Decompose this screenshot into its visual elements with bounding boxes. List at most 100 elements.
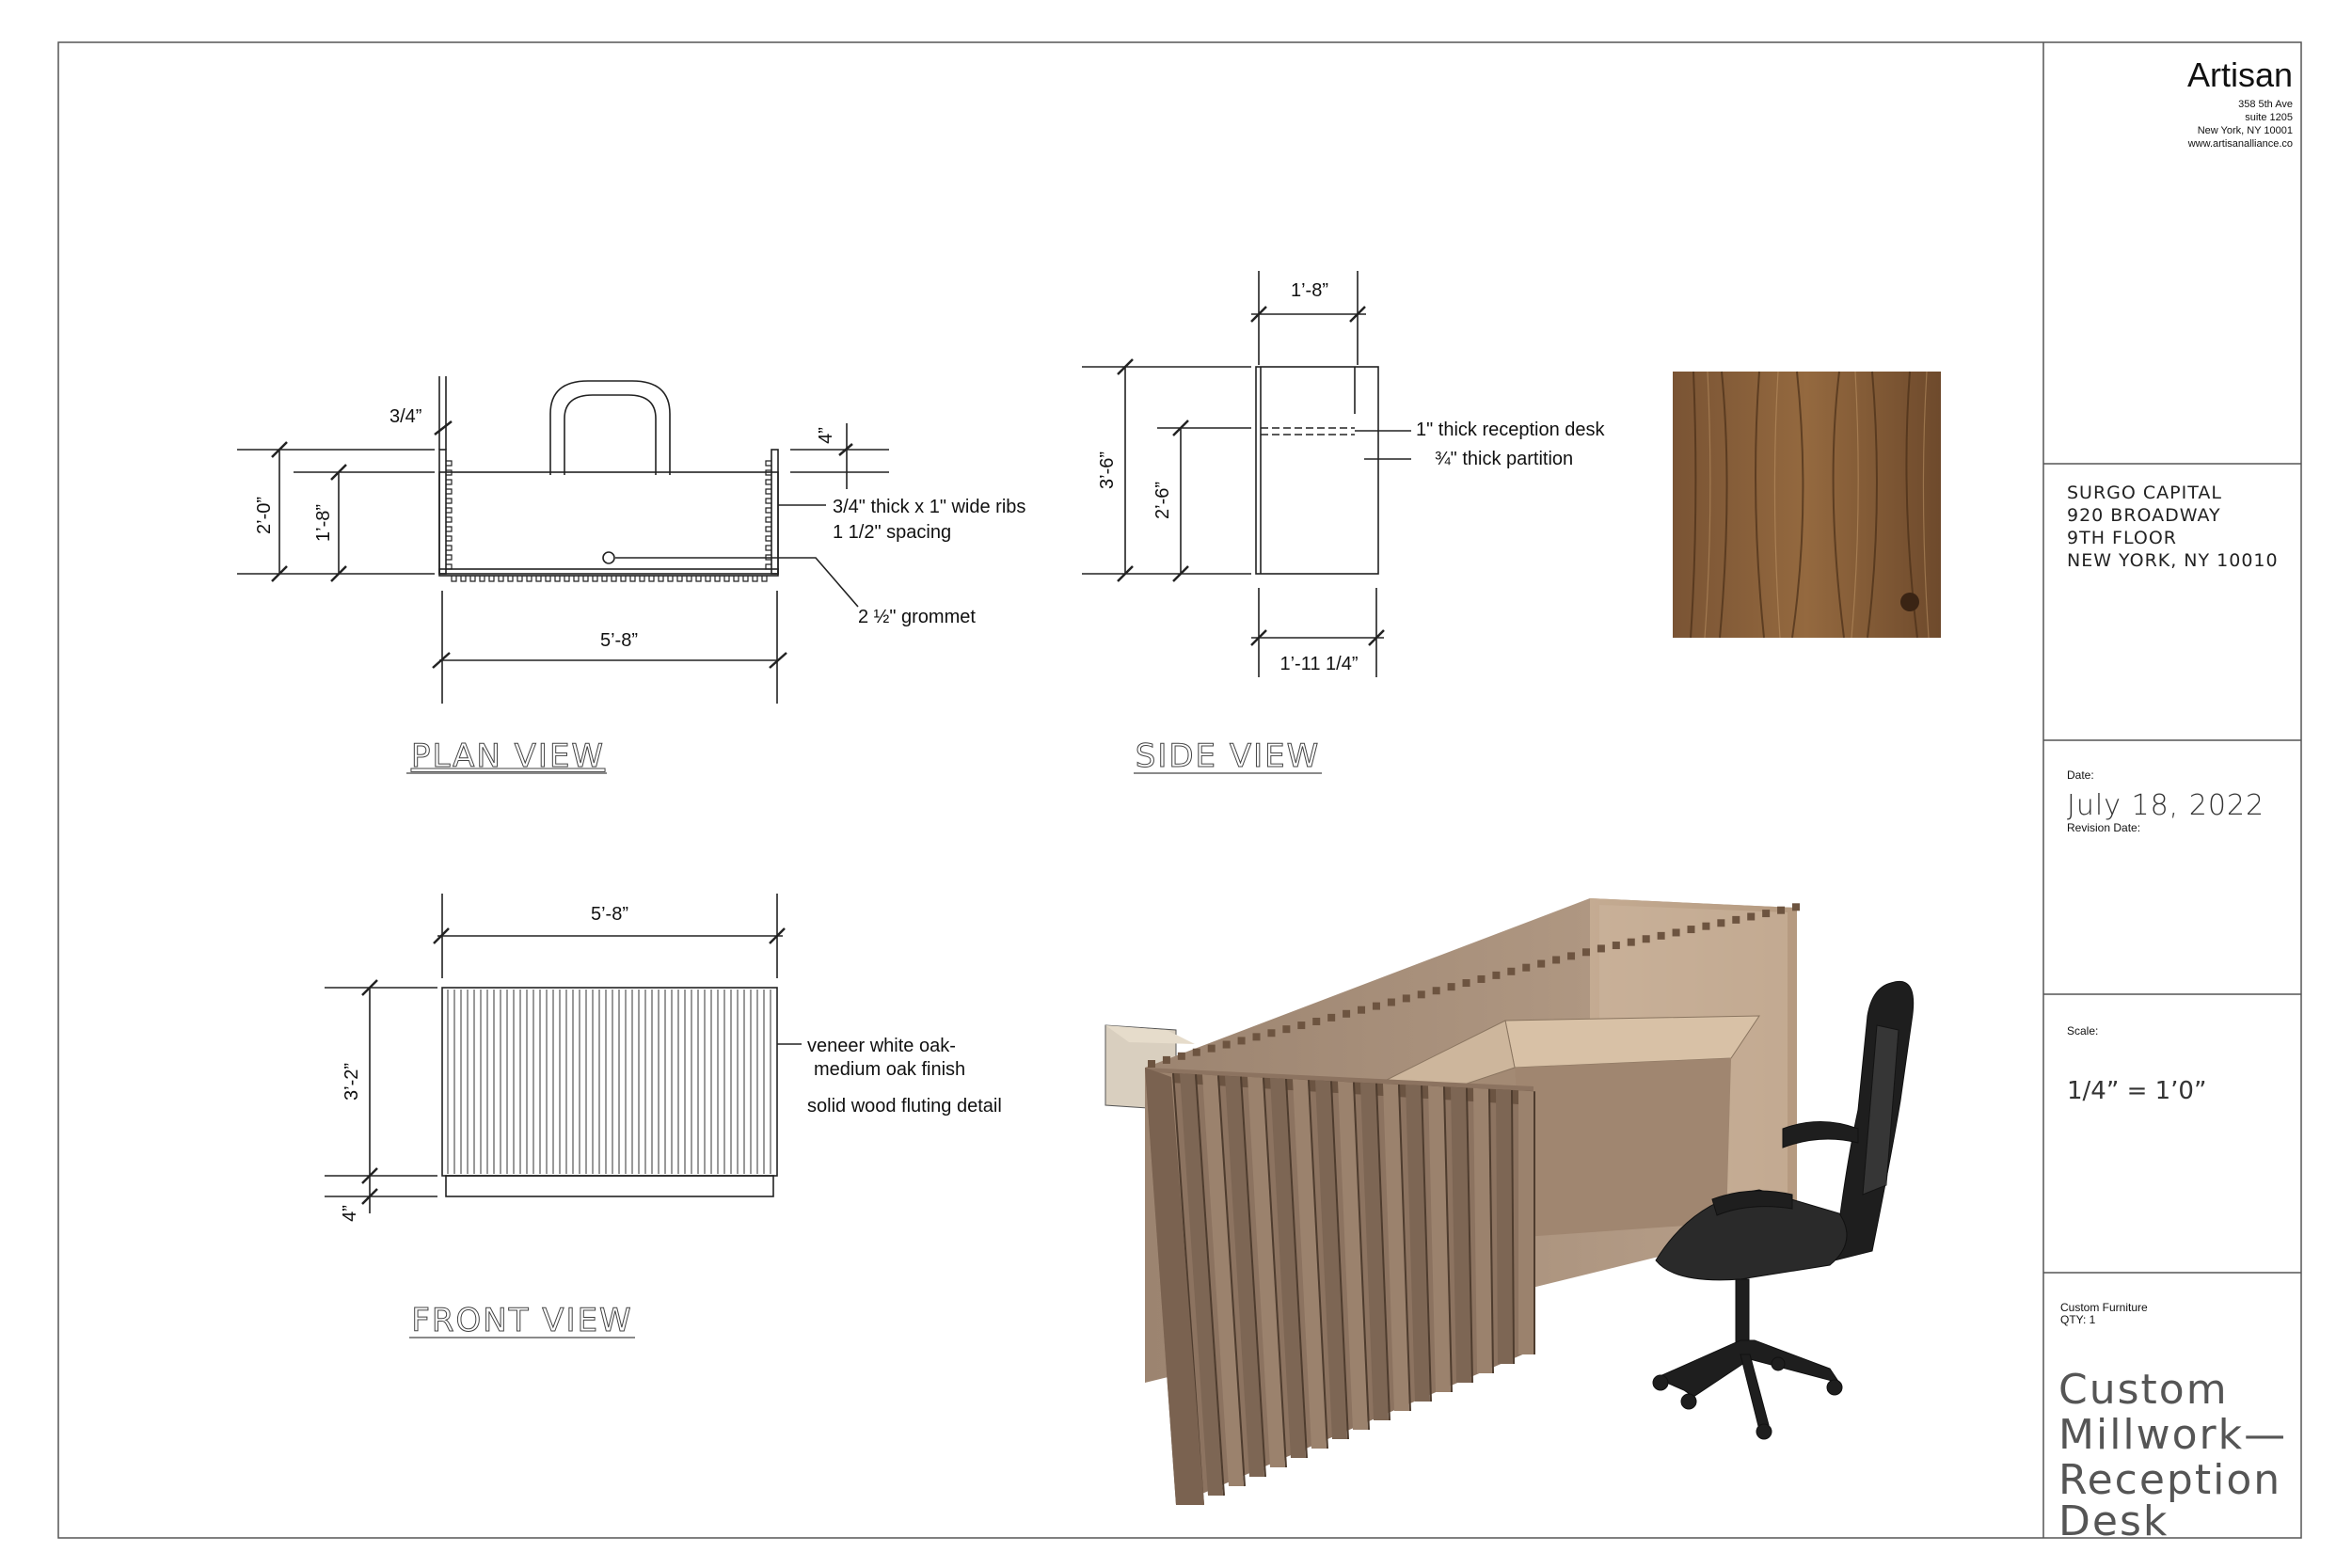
render-top-rib: [1492, 971, 1501, 979]
render-top-rib: [1162, 1055, 1170, 1064]
plan-rib: [446, 535, 453, 542]
render-top-ribs: [1148, 903, 1800, 1068]
side-view-title: SIDE VIEW: [1136, 737, 1320, 775]
plan-rib: [667, 576, 674, 582]
project-title-line-3: Reception: [2058, 1456, 2281, 1504]
side-note-desk: 1" thick reception desk: [1416, 420, 1606, 440]
plan-rib: [620, 576, 627, 582]
render-flute: [1202, 1074, 1244, 1486]
render-top-rib: [1477, 974, 1486, 983]
render-flute: [1293, 1079, 1327, 1449]
plan-rib: [765, 545, 771, 551]
plan-ribs-left: [446, 460, 453, 570]
render-flute: [1225, 1075, 1264, 1477]
render-flute: [1451, 1086, 1471, 1383]
render-top-rib: [1597, 944, 1605, 953]
render-top-rib: [1687, 926, 1695, 934]
plan-note-grommet: 2 ½" grommet: [858, 607, 976, 627]
plan-rib: [714, 576, 721, 582]
plan-grommet: [602, 551, 615, 564]
front-dim-height: 3’-2”: [342, 1063, 362, 1101]
render-flute-shadow: [1330, 1081, 1349, 1440]
render-top-rib: [1581, 948, 1590, 957]
plan-dim-rib-depth: 4”: [816, 427, 836, 444]
front-view-title: FRONT VIEW: [411, 1302, 632, 1339]
front-desk-body: [441, 987, 778, 1177]
plan-rib: [752, 576, 758, 582]
plan-rib: [601, 576, 608, 582]
plan-rib: [469, 576, 476, 582]
render-flute: [1248, 1076, 1285, 1467]
date-label: Date:: [2067, 768, 2094, 782]
render-flute-shadow: [1285, 1078, 1308, 1459]
render-flute-shadow: [1398, 1084, 1411, 1412]
project-category: Custom Furniture: [2060, 1301, 2148, 1314]
plan-rib: [446, 516, 453, 523]
plan-view-title: PLAN VIEW: [411, 737, 605, 775]
plan-note-ribs-1: 3/4" thick x 1" wide ribs: [833, 497, 1025, 517]
plan-rib: [446, 563, 453, 570]
plan-rib: [526, 576, 532, 582]
plan-rib: [733, 576, 739, 582]
render-top-rib: [1717, 919, 1725, 927]
render-top-rib: [1192, 1048, 1200, 1056]
render-top-rib: [1432, 987, 1440, 995]
render-top-rib: [1327, 1013, 1336, 1022]
plan-rib: [629, 576, 636, 582]
plan-rib: [742, 576, 749, 582]
plan-rib: [573, 576, 580, 582]
render-top-rib: [1343, 1009, 1351, 1018]
render-flute-shadow: [1217, 1075, 1246, 1487]
plan-rib: [446, 469, 453, 476]
plan-rib: [446, 479, 453, 485]
plan-ribs-bottom: [451, 576, 768, 582]
render-top-rib: [1507, 967, 1516, 975]
render-top-rib: [1522, 963, 1531, 972]
render-flute-shadow: [1466, 1087, 1473, 1384]
side-desk-body: [1255, 366, 1379, 575]
plan-rib: [723, 576, 730, 582]
render-top-rib: [1267, 1029, 1276, 1037]
plan-rib: [460, 576, 467, 582]
front-dim-width: 5’-8”: [591, 904, 628, 925]
plan-rib: [592, 576, 598, 582]
front-note-fluting: solid wood fluting detail: [807, 1096, 1002, 1117]
plan-dim-top-thickness: 3/4”: [389, 406, 421, 427]
render-top-rib: [1372, 1002, 1380, 1010]
plan-rib: [516, 576, 523, 582]
plan-rib: [498, 576, 504, 582]
render-top-rib: [1207, 1044, 1216, 1053]
project-qty: QTY: 1: [2060, 1313, 2096, 1326]
render-flute-shadow: [1263, 1077, 1287, 1468]
plan-rib: [545, 576, 551, 582]
project-title-line-2: Millwork—: [2058, 1411, 2287, 1459]
render-top-rib: [1732, 915, 1740, 924]
render-flute: [1518, 1090, 1534, 1354]
render-top-rib: [1237, 1037, 1246, 1045]
plan-rib: [611, 576, 617, 582]
render-flute: [1180, 1073, 1223, 1496]
render-top-rib: [1462, 979, 1470, 988]
render-top-rib: [1537, 959, 1546, 968]
render-flute: [1428, 1085, 1451, 1392]
render-top-rib: [1642, 935, 1650, 943]
plan-ribs-right: [765, 460, 771, 570]
plan-rib: [535, 576, 542, 582]
plan-rib: [765, 507, 771, 514]
render-top-rib: [1702, 922, 1710, 930]
firm-name: Artisan: [2187, 55, 2293, 94]
render-top-rib: [1297, 1022, 1306, 1030]
plan-rib: [695, 576, 702, 582]
render-flute: [1270, 1078, 1306, 1458]
render-top-rib: [1177, 1052, 1185, 1060]
plan-rib: [446, 526, 453, 532]
plan-dim-width: 5’-8”: [600, 630, 638, 651]
date-value: July 18, 2022: [2067, 789, 2265, 822]
plan-rib: [761, 576, 768, 582]
plan-rib: [446, 498, 453, 504]
render-flute: [1473, 1087, 1492, 1373]
client-line-4: NEW YORK, NY 10010: [2067, 550, 2279, 571]
plan-rib: [686, 576, 692, 582]
front-view: [325, 894, 802, 1213]
